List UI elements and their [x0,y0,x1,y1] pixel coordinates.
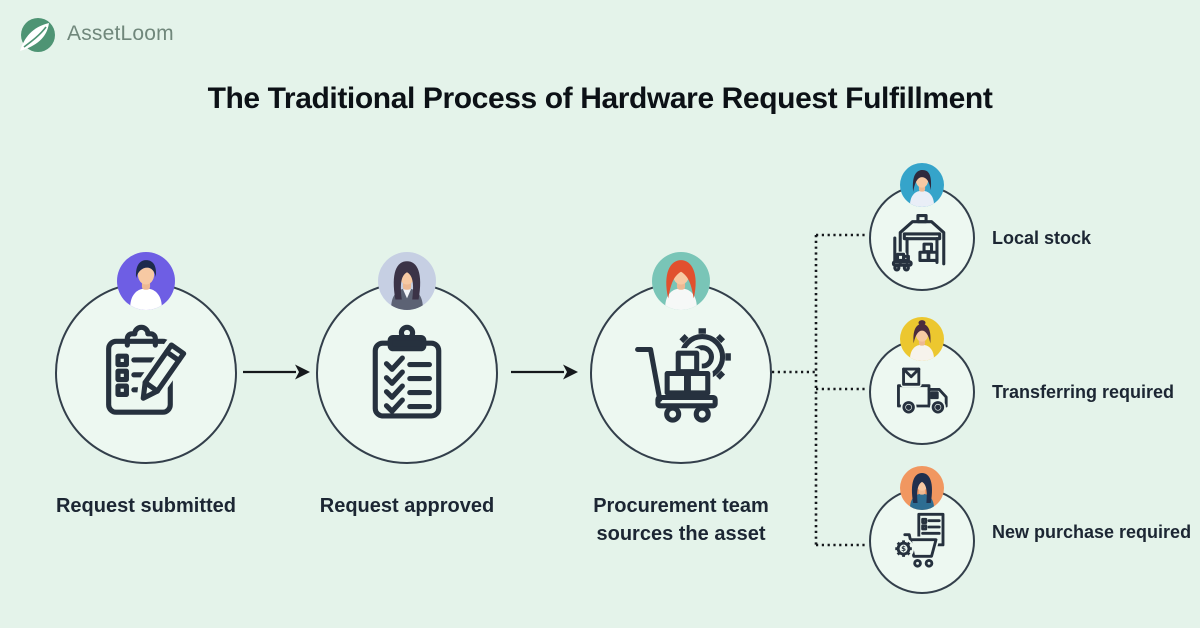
step-procurement-sourcing: Procurement team sources the asset [551,252,811,552]
step-circle [316,282,498,464]
step-label-line2: sources the asset [596,523,766,545]
page-title: The Traditional Process of Hardware Requ… [207,82,993,115]
woman-coral-avatar [900,466,944,510]
woman-yellow-avatar [900,317,944,361]
outcome-local-stock: Local stock [869,163,1200,313]
step-label-line1: Procurement team [593,495,769,517]
woman-lavender-avatar [378,252,436,310]
outcome-new-purchase-required: $ New purchase required [869,466,1200,616]
checklist-icon [372,324,442,419]
outcome-label: New purchase required [992,522,1192,542]
step-circle [55,282,237,464]
warehouse-icon [891,214,946,272]
cart-gear-icon [635,327,731,423]
clipboard-pencil-icon [106,324,191,415]
woman-blue-avatar [900,163,944,207]
woman-teal-avatar [652,252,710,310]
step-request-submitted: Request submitted [16,252,276,552]
outcome-circle [869,339,975,445]
brand-name: AssetLoom [67,22,174,45]
assetloom-leaf-icon [20,18,55,52]
purchase-cart-icon: $ [893,512,945,568]
step-circle [590,282,772,464]
step-label: Request submitted [55,495,237,517]
man-avatar [117,252,175,310]
step-request-approved: Request approved [277,252,537,552]
outcome-transferring-required: Transferring required [869,317,1200,467]
outcome-label: Local stock [992,228,1092,248]
outcome-label: Transferring required [992,382,1175,402]
step-label: Procurement team sources the asset [541,492,821,548]
delivery-truck-icon [897,366,948,416]
svg-text:$: $ [901,545,906,553]
step-label: Request approved [319,495,495,517]
brand-logo: AssetLoom [18,14,174,54]
